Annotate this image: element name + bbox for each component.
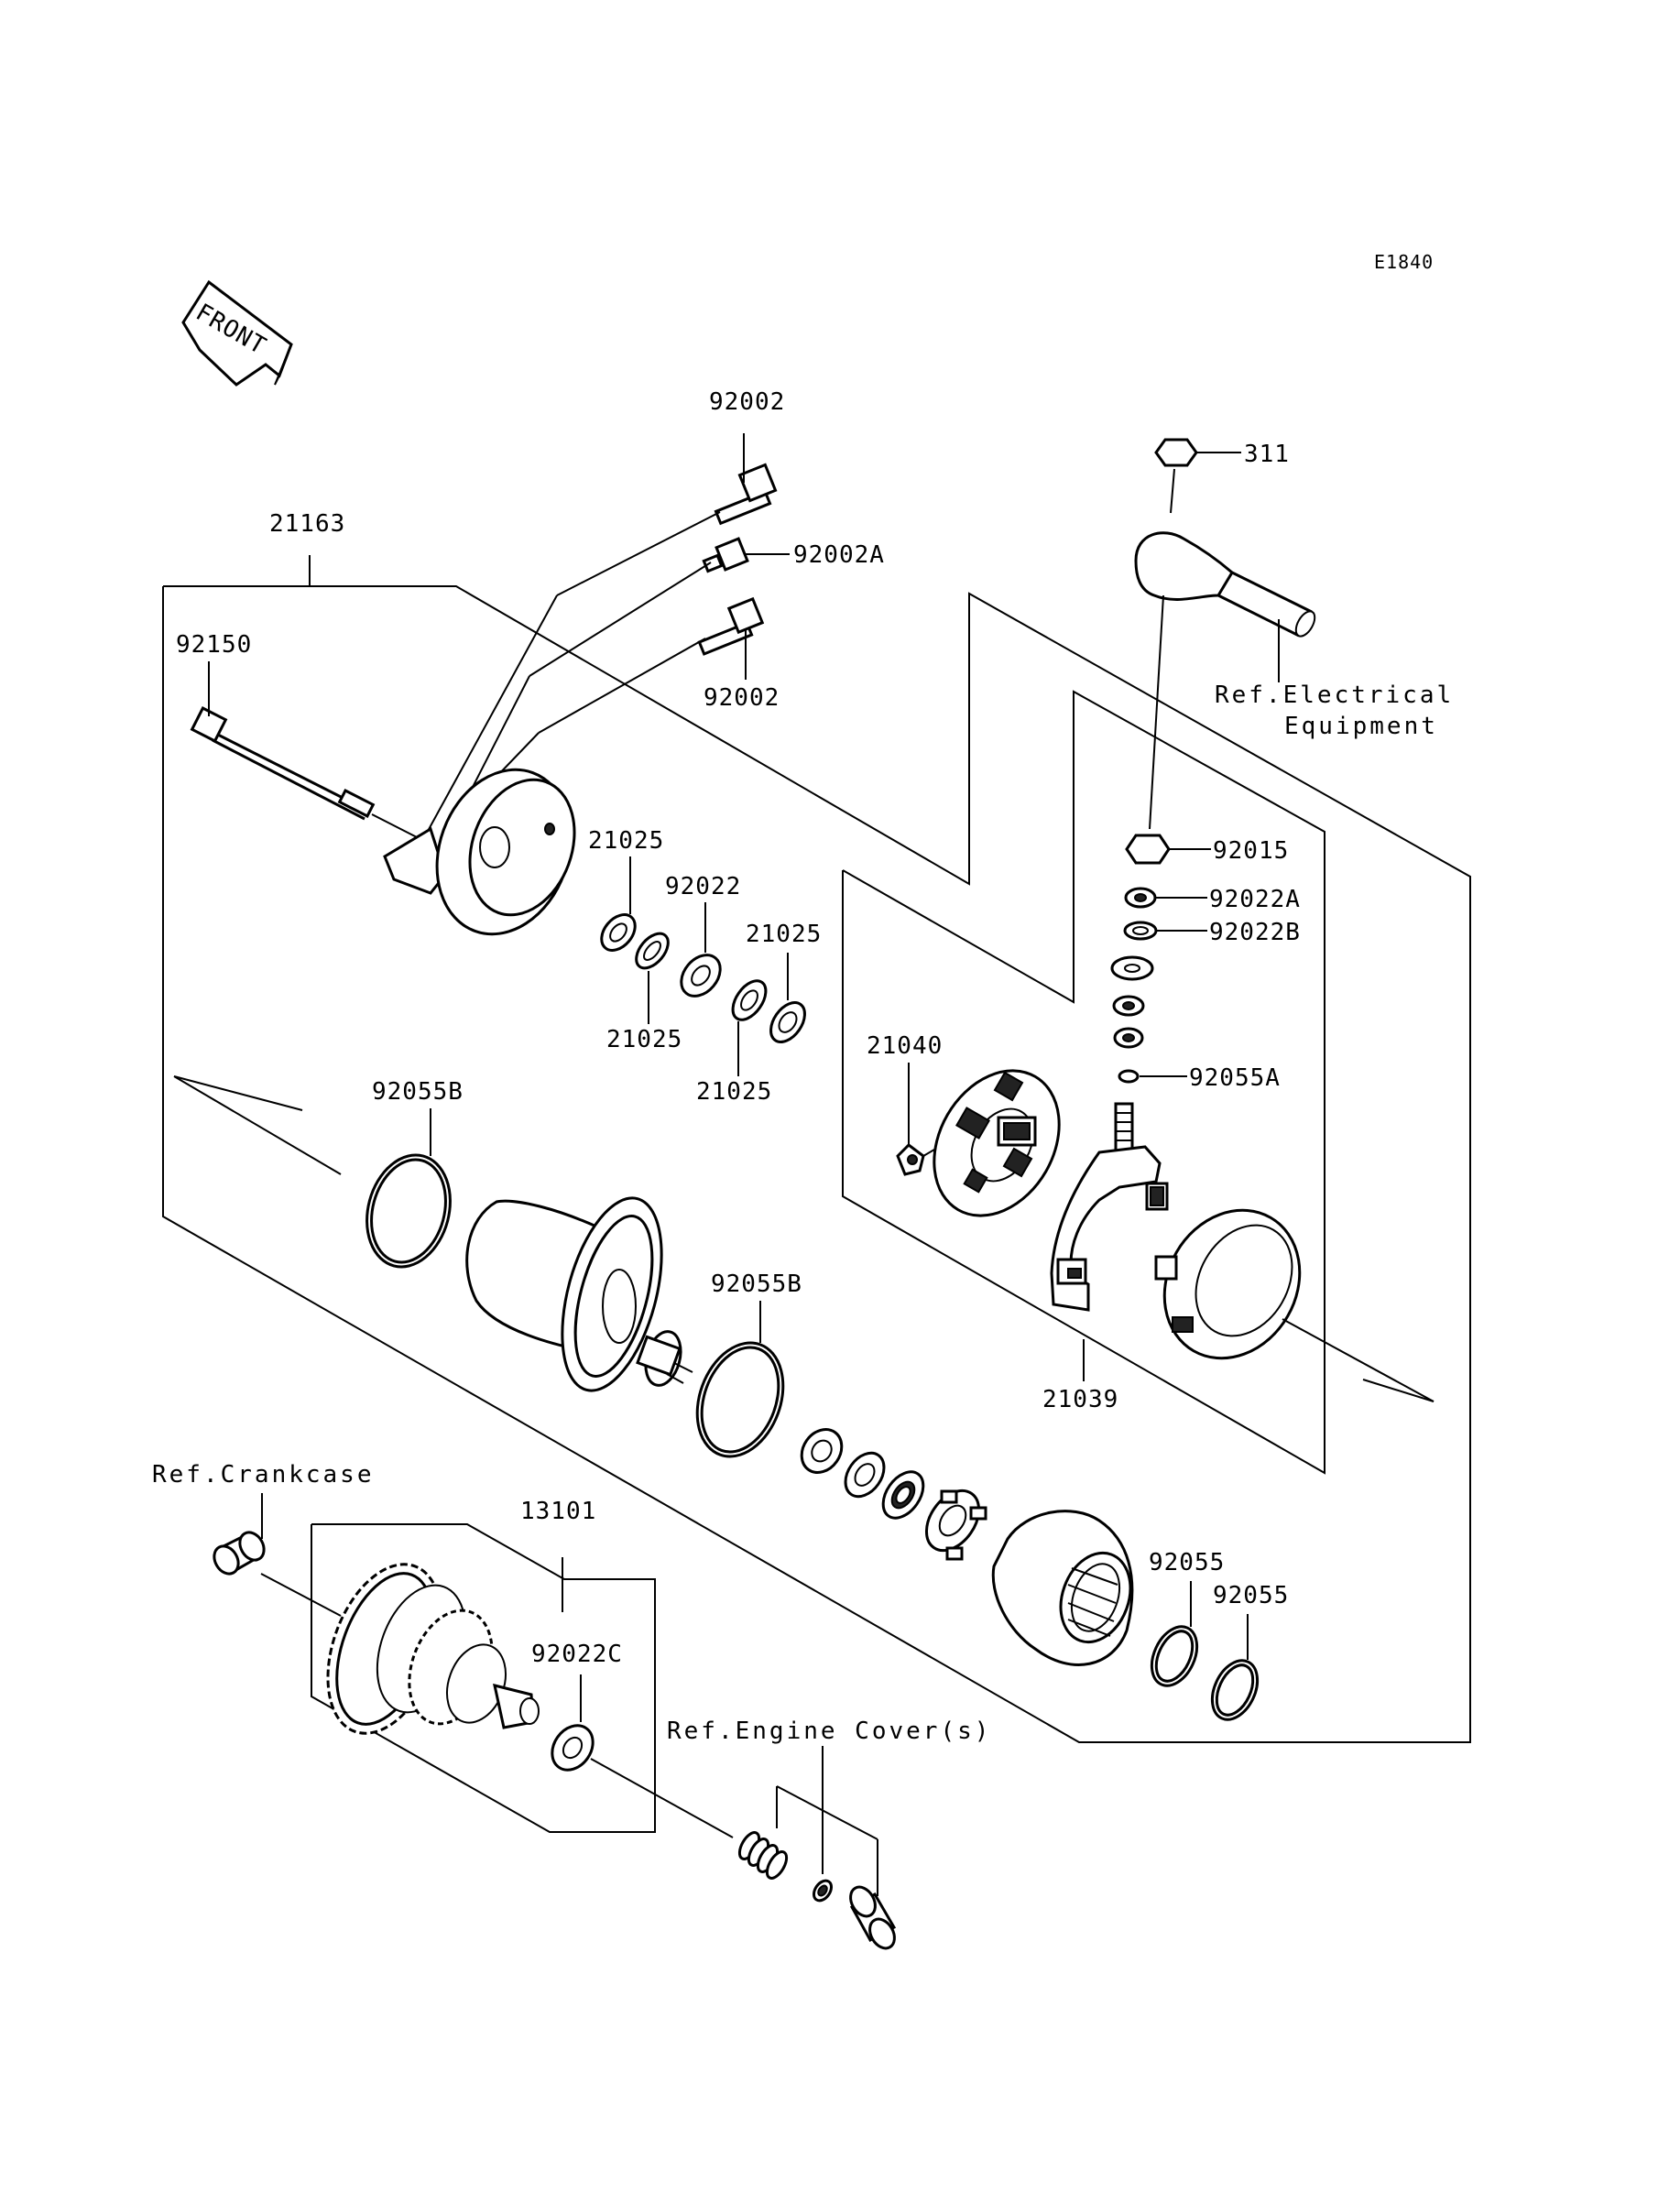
label-92002-top: 92002 (709, 388, 785, 416)
o-ring-92055B-mid (695, 1301, 785, 1458)
o-ring-92055B-left (365, 1108, 452, 1269)
o-ring-92055A (1118, 1069, 1187, 1084)
label-21025-d: 21025 (746, 921, 822, 948)
bolt-92002-top (714, 433, 778, 526)
terminal-washer-1 (1110, 955, 1154, 981)
label-21025-a: 21025 (588, 827, 664, 855)
thrust-washer-3 (881, 1470, 925, 1520)
front-cover-housing (383, 768, 576, 936)
brush-plate (933, 1069, 1061, 1217)
label-92002A: 92002A (793, 541, 885, 569)
label-21040: 21040 (867, 1032, 943, 1060)
label-92055-b: 92055 (1213, 1582, 1289, 1609)
o-ring-92055-b (1210, 1614, 1260, 1721)
thrust-washer-2 (844, 1451, 886, 1499)
starter-clutch-gear (326, 1557, 563, 1735)
washer-92022B (1123, 921, 1207, 941)
thrust-washer-1 (800, 1428, 844, 1474)
assembly-outline-21039 (842, 690, 1325, 1475)
label-21025-b: 21025 (606, 1026, 682, 1053)
small-washer (812, 1746, 834, 1903)
motor-yoke (465, 1196, 663, 1392)
label-92022A: 92022A (1209, 886, 1301, 913)
label-92150: 92150 (176, 631, 252, 659)
label-92055B-mid: 92055B (711, 1271, 802, 1298)
washer-21025-c (731, 979, 768, 1076)
terminal-washer-3 (1113, 1027, 1144, 1049)
brush-bracket (1050, 1145, 1169, 1312)
engine-cover-bushing (849, 1885, 897, 1950)
nut-311 (1154, 438, 1241, 514)
label-21163: 21163 (269, 510, 345, 538)
electrical-cable (1134, 531, 1316, 830)
front-direction-arrow: FRONT (181, 279, 293, 387)
armature-shaft (636, 1330, 693, 1387)
label-21025-c: 21025 (696, 1078, 772, 1106)
washer-92022A (1124, 887, 1207, 909)
nut-92015 (1125, 834, 1211, 865)
o-ring-92055-a (1150, 1581, 1199, 1687)
long-bolt-92150 (190, 661, 418, 838)
label-21039: 21039 (1042, 1386, 1118, 1413)
crankcase-bushing (213, 1493, 342, 1617)
ref-crankcase: Ref.Crankcase (152, 1461, 375, 1489)
label-92055A: 92055A (1189, 1064, 1281, 1092)
ref-engine-cover: Ref.Engine Cover(s) (667, 1718, 991, 1745)
label-92022C: 92022C (531, 1641, 623, 1668)
washer-21025-b (635, 932, 670, 1024)
brush-ring (1154, 1208, 1302, 1360)
washer-92022C (551, 1674, 734, 1838)
bolt-92002-low (697, 596, 765, 680)
ref-electrical-line2: Equipment (1284, 713, 1438, 740)
assembly-outline-21163 (162, 585, 1471, 1743)
label-92002-low: 92002 (704, 684, 780, 712)
label-92055-a: 92055 (1149, 1549, 1225, 1576)
brush-spring-21040 (896, 1063, 935, 1176)
brush-top (997, 1116, 1037, 1147)
end-cover (991, 1510, 1134, 1666)
label-92055B-left: 92055B (372, 1078, 464, 1106)
lock-plate (924, 1489, 987, 1561)
label-92022B: 92022B (1209, 919, 1301, 946)
ref-electrical-line1: Ref.Electrical (1215, 682, 1454, 709)
label-92015: 92015 (1213, 837, 1289, 865)
terminal-washer-2 (1112, 995, 1145, 1017)
label-13101: 13101 (520, 1498, 596, 1525)
washer-92022 (680, 902, 722, 998)
label-92022: 92022 (665, 873, 741, 900)
label-311: 311 (1244, 441, 1290, 468)
spring (737, 1785, 878, 1896)
diagram-code: E1840 (1374, 251, 1434, 273)
bolt-92002A (702, 537, 790, 573)
washer-21025-a (600, 856, 637, 952)
washer-21025-d (769, 953, 806, 1043)
